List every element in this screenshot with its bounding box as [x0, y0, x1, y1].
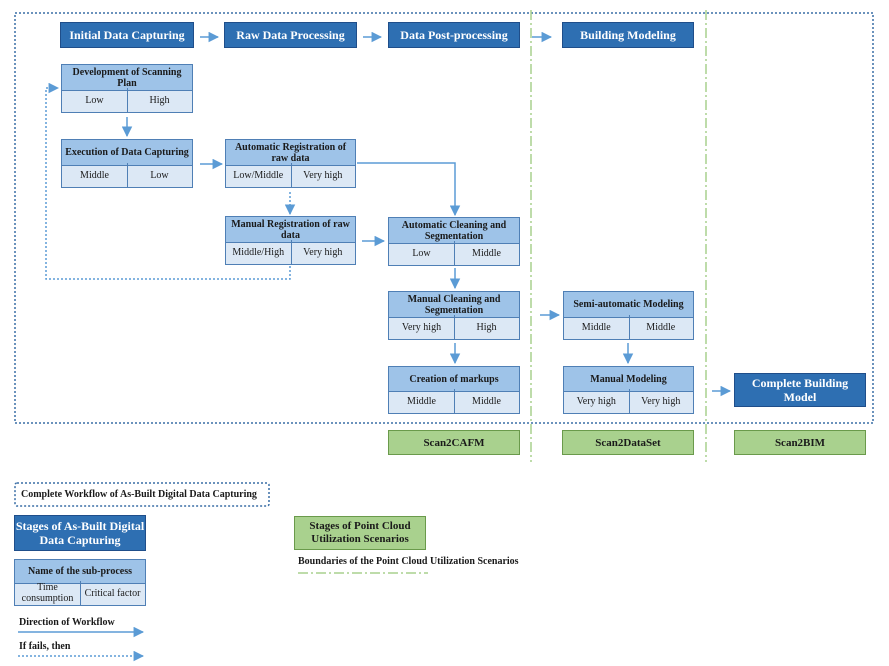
time-consumption-value: Very high: [389, 315, 455, 339]
subprocess-title: Semi-automatic Modeling: [564, 292, 693, 318]
scenario-scan2dataset: Scan2DataSet: [562, 430, 694, 455]
critical-factor-value: Middle: [472, 247, 501, 259]
time-consumption-value: Middle/High: [226, 240, 292, 264]
time-consumption-value: Middle: [564, 315, 630, 339]
legend-subprocess-name: Name of the sub-process: [15, 560, 145, 584]
subprocess-manual-registration: Manual Registration of raw data Middle/H…: [225, 216, 356, 265]
time-consumption-value: Middle: [389, 389, 455, 413]
legend-direction-label: Direction of Workflow: [19, 617, 115, 628]
critical-factor-value: High: [476, 321, 497, 333]
time-consumption-value: Middle: [62, 163, 128, 187]
legend-workflow-box: [14, 482, 270, 507]
workflow-boundary: [14, 12, 874, 424]
legend-utilization-box: Stages of Point Cloud Utilization Scenar…: [294, 516, 426, 550]
stage-raw-data-processing: Raw Data Processing: [224, 22, 357, 48]
critical-factor-value: Very high: [303, 246, 343, 258]
subprocess-development-scanning-plan: Development of Scanning Plan Low High: [61, 64, 193, 113]
subprocess-title: Automatic Registration of raw data: [226, 140, 355, 166]
time-consumption-value: Low: [62, 88, 128, 112]
critical-factor-value: Middle: [472, 395, 501, 407]
subprocess-title: Manual Registration of raw data: [226, 217, 355, 243]
legend-if-fails-label: If fails, then: [19, 641, 71, 652]
subprocess-automatic-cleaning: Automatic Cleaning and Segmentation Low …: [388, 217, 520, 266]
arrow-autoreg-to-autoclean: [357, 162, 461, 217]
critical-factor-value: High: [149, 94, 170, 106]
legend-time-consumption: Time consumption: [15, 581, 81, 605]
legend-stages-box: Stages of As-Built Digital Data Capturin…: [14, 515, 146, 551]
subprocess-title: Manual Modeling: [564, 367, 693, 392]
scenario-scan2cafm: Scan2CAFM: [388, 430, 520, 455]
stage-data-post-processing: Data Post-processing: [388, 22, 520, 48]
time-consumption-value: Very high: [564, 389, 630, 413]
stage-building-modeling: Building Modeling: [562, 22, 694, 48]
subprocess-creation-of-markups: Creation of markups Middle Middle: [388, 366, 520, 414]
subprocess-manual-modeling: Manual Modeling Very high Very high: [563, 366, 694, 414]
critical-factor-value: Very high: [303, 169, 343, 181]
subprocess-execution-data-capturing: Execution of Data Capturing Middle Low: [61, 139, 193, 188]
subprocess-title: Automatic Cleaning and Segmentation: [389, 218, 519, 244]
legend-workflow-label: Complete Workflow of As-Built Digital Da…: [21, 489, 257, 500]
subprocess-semi-automatic-modeling: Semi-automatic Modeling Middle Middle: [563, 291, 694, 340]
stage-initial-data-capturing: Initial Data Capturing: [60, 22, 194, 48]
subprocess-manual-cleaning: Manual Cleaning and Segmentation Very hi…: [388, 291, 520, 340]
legend-critical-factor: Critical factor: [84, 587, 141, 599]
time-consumption-value: Low/Middle: [226, 163, 292, 187]
time-consumption-value: Low: [389, 241, 455, 265]
subprocess-automatic-registration: Automatic Registration of raw data Low/M…: [225, 139, 356, 188]
legend-subprocess-box: Name of the sub-process Time consumption…: [14, 559, 146, 606]
scenario-scan2bim: Scan2BIM: [734, 430, 866, 455]
critical-factor-value: Middle: [646, 321, 676, 333]
critical-factor-value: Very high: [641, 395, 681, 407]
legend-boundaries-label: Boundaries of the Point Cloud Utilizatio…: [298, 556, 519, 567]
critical-factor-value: Low: [150, 169, 169, 181]
complete-building-model: Complete Building Model: [734, 373, 866, 407]
arrow-fail-back-to-dev: [45, 82, 291, 280]
